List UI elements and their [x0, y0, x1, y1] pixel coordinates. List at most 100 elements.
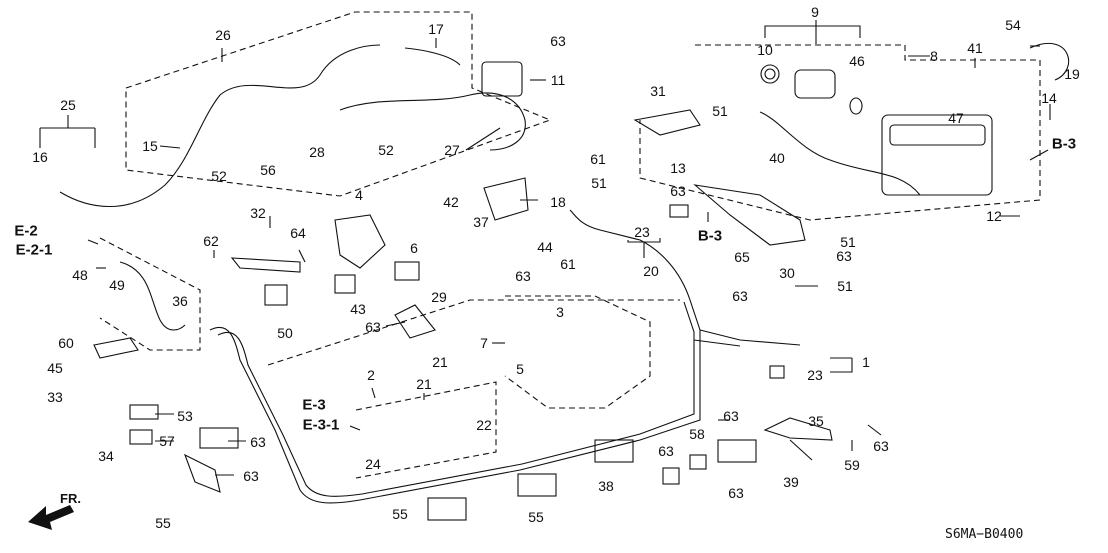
callout: 42 [443, 194, 459, 210]
callout: 55 [528, 509, 544, 525]
callout: 33 [47, 389, 63, 405]
group-outline-bottom-left [267, 299, 680, 366]
hose-48-24 [119, 261, 186, 331]
callout: 53 [177, 408, 193, 424]
callout: 63 [550, 33, 566, 49]
vapor-hose-top [59, 44, 381, 208]
callout: 65 [734, 249, 750, 265]
callout: 13 [670, 160, 686, 176]
callout: 63 [728, 485, 744, 501]
clip-55b [517, 473, 557, 497]
callout: 63 [658, 443, 674, 459]
callout: 16 [32, 149, 48, 165]
callout: 23 [634, 224, 650, 240]
callout: 63 [365, 319, 381, 335]
section-ref-b3: B-3 [697, 227, 723, 245]
hose-17 [404, 47, 461, 66]
callout: 25 [60, 97, 76, 113]
callout: 10 [757, 42, 773, 58]
callout: 32 [250, 205, 266, 221]
callout: 18 [550, 194, 566, 210]
bracket-13 [693, 184, 806, 246]
callout: 47 [948, 110, 964, 126]
callout: 61 [590, 151, 606, 167]
group-outline-e3 [355, 381, 497, 479]
callout: 15 [142, 138, 158, 154]
callout: 37 [473, 214, 489, 230]
group-outline-top-left [125, 11, 552, 197]
callout: 45 [47, 360, 63, 376]
fuel-line-main-2 [217, 301, 695, 497]
callout: 5 [516, 361, 524, 377]
callout: 62 [203, 233, 219, 249]
front-direction-label: FR. [60, 491, 81, 506]
callout: 54 [1005, 17, 1021, 33]
connector-23b [769, 365, 785, 379]
callout: 63 [515, 268, 531, 284]
clip-55c [427, 497, 467, 521]
vapor-line-right [759, 111, 921, 196]
callout: 31 [650, 83, 666, 99]
valve-9 [794, 69, 836, 99]
callout: 63 [723, 408, 739, 424]
callout: 19 [1064, 66, 1080, 82]
callout: 23 [807, 367, 823, 383]
section-ref-e2-1: E-2-1 [15, 241, 53, 259]
arrow-e3-1 [349, 425, 361, 431]
callout: 60 [58, 335, 74, 351]
fuel-line-right [693, 329, 801, 347]
callout: 7 [480, 335, 488, 351]
hose-19 [1029, 42, 1070, 81]
connector-58 [662, 467, 680, 485]
bracket-35 [763, 417, 833, 441]
callout: 52 [378, 142, 394, 158]
front-arrow-icon [28, 505, 74, 530]
bracket-31 [633, 109, 701, 136]
callout: 30 [779, 265, 795, 281]
callout: 24 [365, 456, 381, 472]
callout: 48 [72, 267, 88, 283]
callout: 35 [808, 413, 824, 429]
clip-33 [129, 404, 159, 420]
callout: 6 [410, 240, 418, 256]
callout: 49 [109, 277, 125, 293]
callout: 52 [211, 168, 227, 184]
callout: 9 [811, 4, 819, 20]
clip-57a [199, 427, 239, 449]
arrow-e2-1 [87, 239, 99, 245]
bracket-18 [483, 177, 529, 221]
callout: 4 [355, 187, 363, 203]
callout: 57 [159, 433, 175, 449]
callout: 8 [930, 48, 938, 64]
callout: 14 [1041, 90, 1057, 106]
bracket-32 [230, 257, 301, 273]
canister-part-8 [881, 114, 993, 196]
callout: 46 [849, 53, 865, 69]
callout: 1 [862, 354, 870, 370]
callout: 63 [250, 434, 266, 450]
bracket-36 [93, 337, 139, 359]
bracket-34 [184, 453, 221, 493]
callout: 36 [172, 293, 188, 309]
callout: 34 [98, 448, 114, 464]
bracket-4 [334, 214, 386, 269]
arrow-b3-right [1029, 149, 1049, 161]
callout: 50 [277, 325, 293, 341]
callout: 26 [215, 27, 231, 43]
connector-23a [669, 204, 689, 218]
callout: 29 [431, 289, 447, 305]
fuel-line-main [209, 209, 701, 504]
group-outline-right [639, 44, 1041, 221]
connector-6 [394, 261, 420, 281]
callout: 63 [873, 438, 889, 454]
callout: 43 [350, 301, 366, 317]
callout: 21 [416, 376, 432, 392]
callout: 63 [243, 468, 259, 484]
callout: 39 [783, 474, 799, 490]
connector-38 [689, 454, 707, 470]
clip-53 [129, 429, 153, 445]
callout: 40 [769, 150, 785, 166]
callout: 21 [432, 354, 448, 370]
callout: 55 [392, 506, 408, 522]
section-ref-b3: B-3 [1051, 135, 1077, 153]
